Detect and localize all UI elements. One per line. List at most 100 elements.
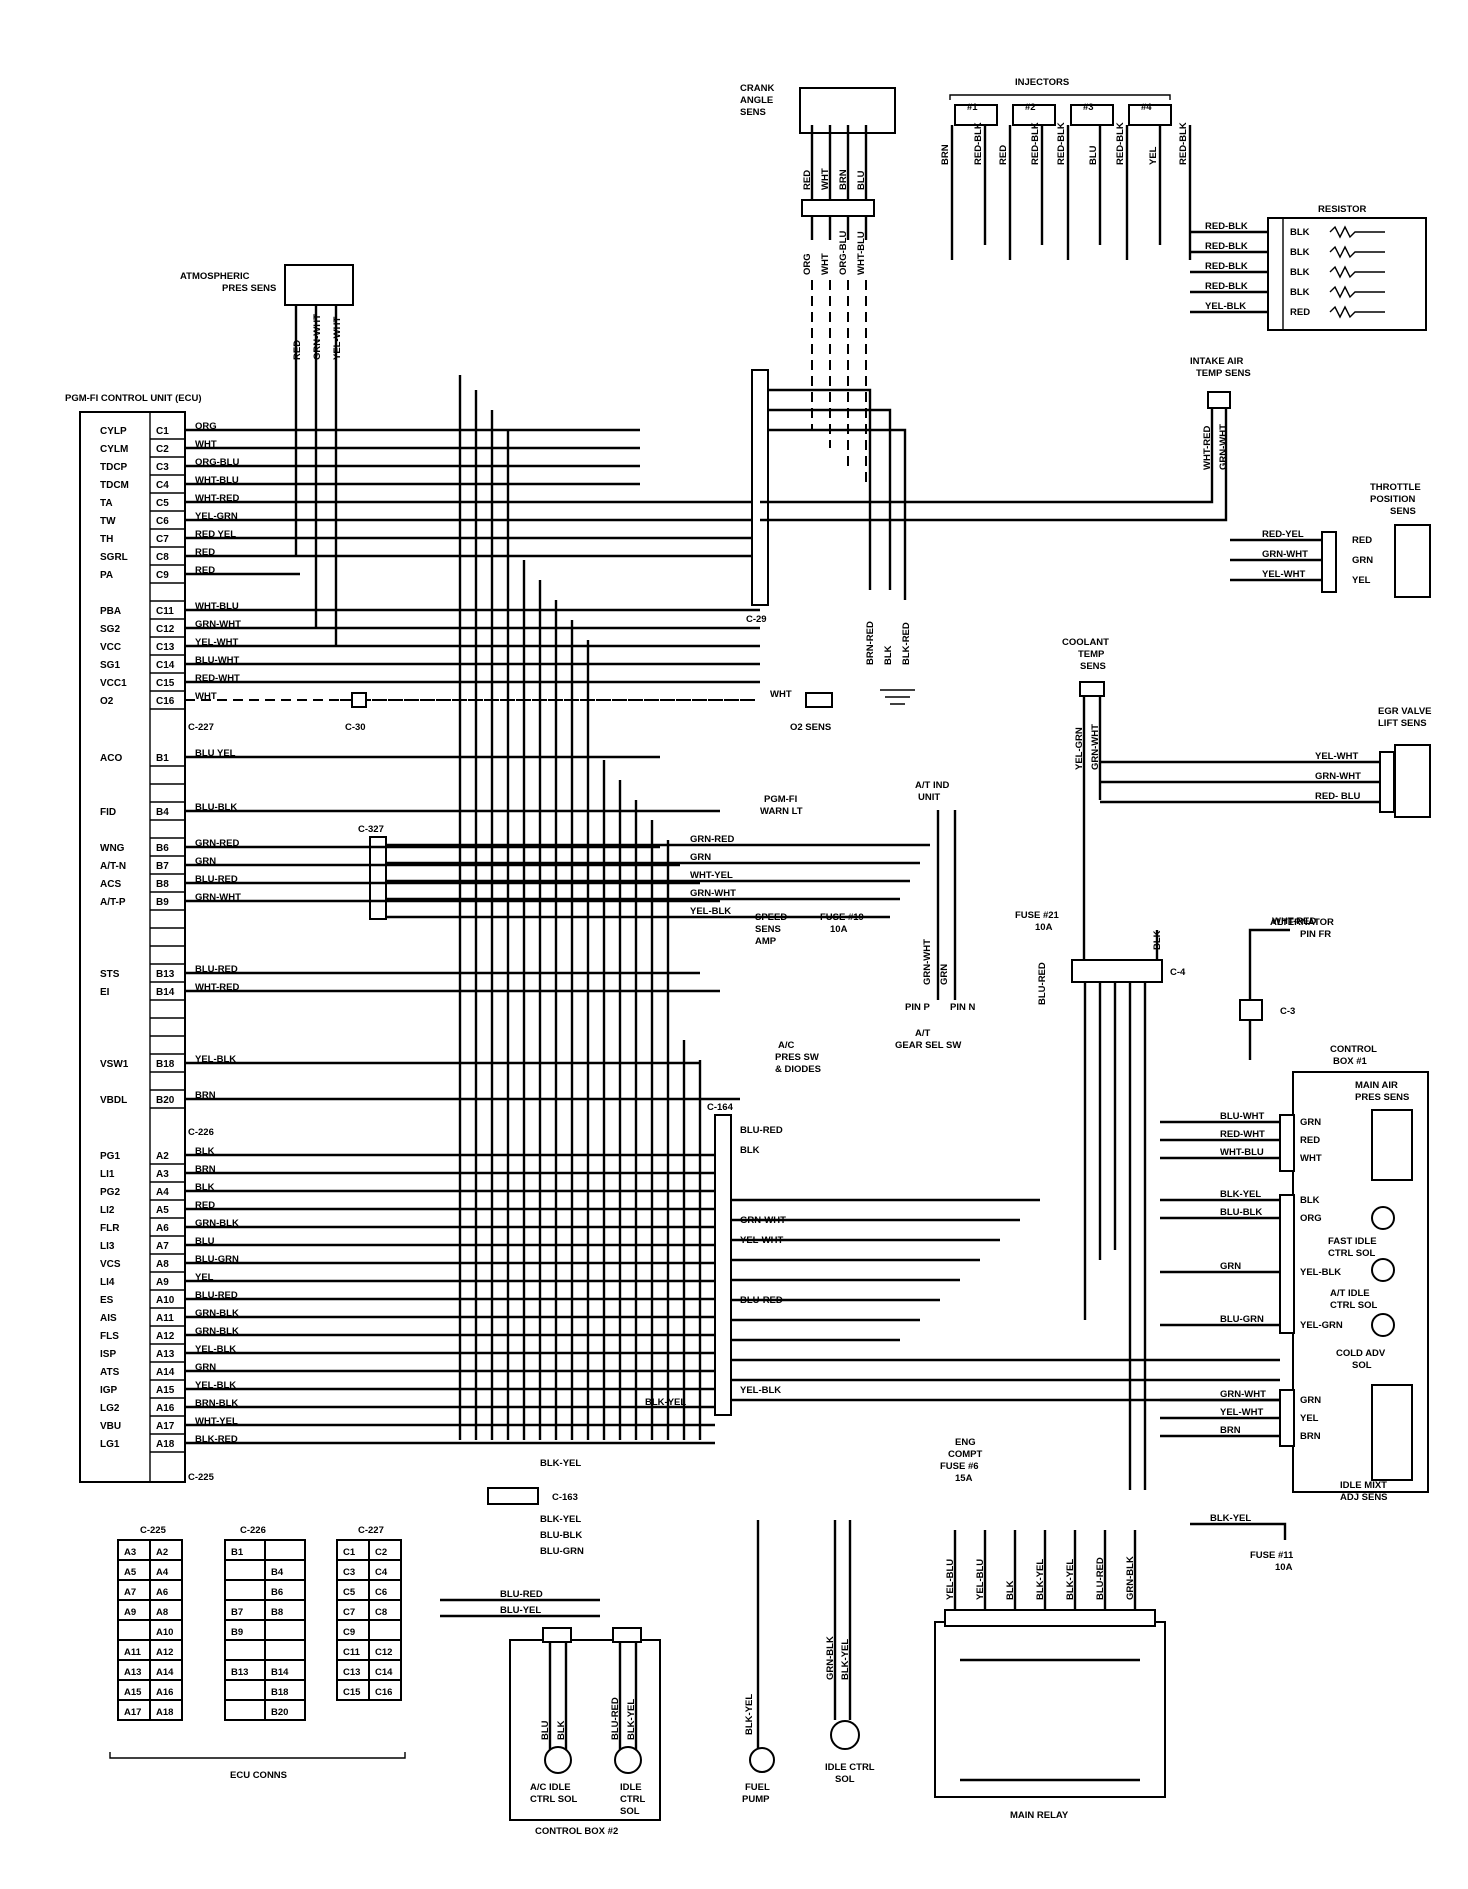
control-box-1: CONTROL BOX #1 MAIN AIR PRES SENS FAST I…: [1160, 1044, 1429, 1503]
ecu-a-sig-AIS: AIS: [100, 1313, 117, 1324]
bus-lines: [458, 375, 1280, 1440]
ecu-c-sig-PA: PA: [100, 570, 113, 581]
fuse21-title-1: FUSE #21: [1015, 910, 1060, 921]
fuse11-title-2: 10A: [1275, 1562, 1293, 1573]
ecu-c-pin-C3: C3: [156, 462, 169, 473]
grid-cell-label: B13: [231, 1667, 248, 1678]
resistor-right-label: BLK: [1290, 267, 1310, 278]
ecu-b-sig-ACS: ACS: [100, 879, 121, 890]
alt-title-2: PIN FR: [1300, 929, 1331, 940]
ecu-a-pin-A3: A3: [156, 1169, 169, 1180]
ecu-b-pin-B20: B20: [156, 1095, 175, 1106]
fuse21-wire: BLU-RED: [1037, 962, 1048, 1005]
injector-wire-label: RED-BLK: [973, 122, 984, 165]
ecu-c-sig-VCC: VCC: [100, 642, 121, 653]
cb1-left-label: BLK-YEL: [1220, 1189, 1261, 1200]
ecu-a-wire-A4: BLK: [195, 1182, 215, 1193]
grid-cell-label: B1: [231, 1547, 244, 1558]
injector-number: #1: [967, 102, 978, 113]
throttle-box: [1394, 524, 1431, 598]
grid-cell: [264, 1639, 306, 1661]
speedamp-title-3: AMP: [755, 936, 777, 947]
ecu-b-wire-B1: BLU YEL: [195, 748, 236, 759]
grid-cell-label: C13: [343, 1667, 360, 1678]
fuses: ENG COMPT FUSE #6 15A BLK-YEL FUSE #11 1…: [940, 1437, 1294, 1573]
crank-title-3: SENS: [740, 107, 766, 118]
cb2-sol-label: BLU: [540, 1720, 551, 1740]
relay-wire-label: YEL-BLU: [975, 1559, 986, 1600]
ecu-c-pin-C2: C2: [156, 444, 169, 455]
ecu-a-sig-PG2: PG2: [100, 1187, 120, 1198]
cb2-wire-label: BLU-RED: [500, 1589, 543, 1600]
grid-cell: [264, 1539, 306, 1561]
cb1-left-label: BLU-WHT: [1220, 1111, 1265, 1122]
c164-wire-label: YEL-BLK: [740, 1385, 781, 1396]
o2-wire-label: WHT: [770, 689, 792, 700]
ecu-c-pin-C11: C11: [156, 606, 174, 617]
mid-wire-label: YEL-BLK: [690, 906, 731, 917]
c163-wire-label: BLU-BLK: [540, 1530, 582, 1541]
cb2-sol-label: BLK-YEL: [626, 1699, 637, 1740]
cb1-left-label: GRN: [1220, 1261, 1241, 1272]
ecu-b-sig-A/T-N: A/T-N: [100, 861, 126, 872]
grid-cell: [224, 1679, 266, 1701]
c29-label: C-29: [746, 614, 767, 625]
resistor-left-label: RED-BLK: [1205, 221, 1248, 232]
c29-wire-label: BRN-RED: [865, 621, 876, 665]
ecu-a-wire-A15: YEL-BLK: [195, 1380, 236, 1391]
idle-title-1: IDLE CTRL: [825, 1762, 875, 1773]
ecu-a-sig-LI3: LI3: [100, 1241, 115, 1252]
cb1-right-label: YEL-BLK: [1300, 1267, 1341, 1278]
grid-cell-label: A6: [156, 1587, 168, 1598]
fuse11-title-1: FUSE #11: [1250, 1550, 1294, 1561]
ecu-b-wire-B8: BLU-RED: [195, 874, 238, 885]
grid-cell-label: A2: [156, 1547, 168, 1558]
grid-cell: [224, 1639, 266, 1661]
resistor-left-label: RED-BLK: [1205, 261, 1248, 272]
ecu-c-wire-C15: RED-WHT: [195, 673, 240, 684]
cb1-title-2: BOX #1: [1333, 1056, 1368, 1067]
ecu-c-sig-TDCM: TDCM: [100, 480, 129, 491]
injector-box: [1128, 104, 1172, 126]
main-relay-title: MAIN RELAY: [1010, 1810, 1069, 1821]
grid-cell-label: B14: [271, 1667, 289, 1678]
coolant-title-2: TEMP: [1078, 649, 1105, 660]
cb1-left-label: WHT-BLU: [1220, 1147, 1264, 1158]
ecu-c-pin-C14: C14: [156, 660, 175, 671]
ecu-c-sig-CYLM: CYLM: [100, 444, 128, 455]
cb1-right-label: YEL: [1300, 1413, 1319, 1424]
grid-cell-label: C15: [343, 1687, 361, 1698]
ecu-a-sig-LI2: LI2: [100, 1205, 115, 1216]
ecu-a-pin-A17: A17: [156, 1421, 175, 1432]
resistor-left-label: RED-BLK: [1205, 281, 1248, 292]
ecu-a-pin-A2: A2: [156, 1151, 169, 1162]
atidle-title-1: A/T IDLE: [1330, 1288, 1370, 1299]
idlemixt-title-2: ADJ SENS: [1340, 1492, 1388, 1503]
resistor-title: RESISTOR: [1318, 204, 1367, 215]
pin-p: PIN P: [905, 1002, 930, 1013]
cb1-right-label: WHT: [1300, 1153, 1322, 1164]
ecu-b-sig-ACO: ACO: [100, 753, 122, 764]
ecu-a-sig-ES: ES: [100, 1295, 114, 1306]
fuel-title-2: PUMP: [742, 1794, 770, 1805]
resistor-right-label: BLK: [1290, 247, 1310, 258]
cb2-sol-label: BLU-RED: [610, 1697, 621, 1740]
grid-cell: [224, 1699, 266, 1721]
grid-cell: [117, 1619, 151, 1641]
ecu-a-wire-A18: BLK-RED: [195, 1434, 238, 1445]
ecu-a-wire-A5: RED: [195, 1200, 215, 1211]
ecu-b-pin-B9: B9: [156, 897, 169, 908]
ecu-b-sig-A/T-P: A/T-P: [100, 897, 126, 908]
mid-wire-label: GRN-RED: [690, 834, 734, 845]
grid-cell-label: C1: [343, 1547, 356, 1558]
cb1-right-label: ORG: [1300, 1213, 1322, 1224]
ecu-c-wire-C3: ORG-BLU: [195, 457, 239, 468]
grid-cell-label: A8: [156, 1607, 168, 1618]
ecu-a-pin-A14: A14: [156, 1367, 175, 1378]
ecu-a-pin-A13: A13: [156, 1349, 175, 1360]
relay-wire-label: GRN-BLK: [1125, 1556, 1136, 1600]
engcomp-1: ENG: [955, 1437, 976, 1448]
